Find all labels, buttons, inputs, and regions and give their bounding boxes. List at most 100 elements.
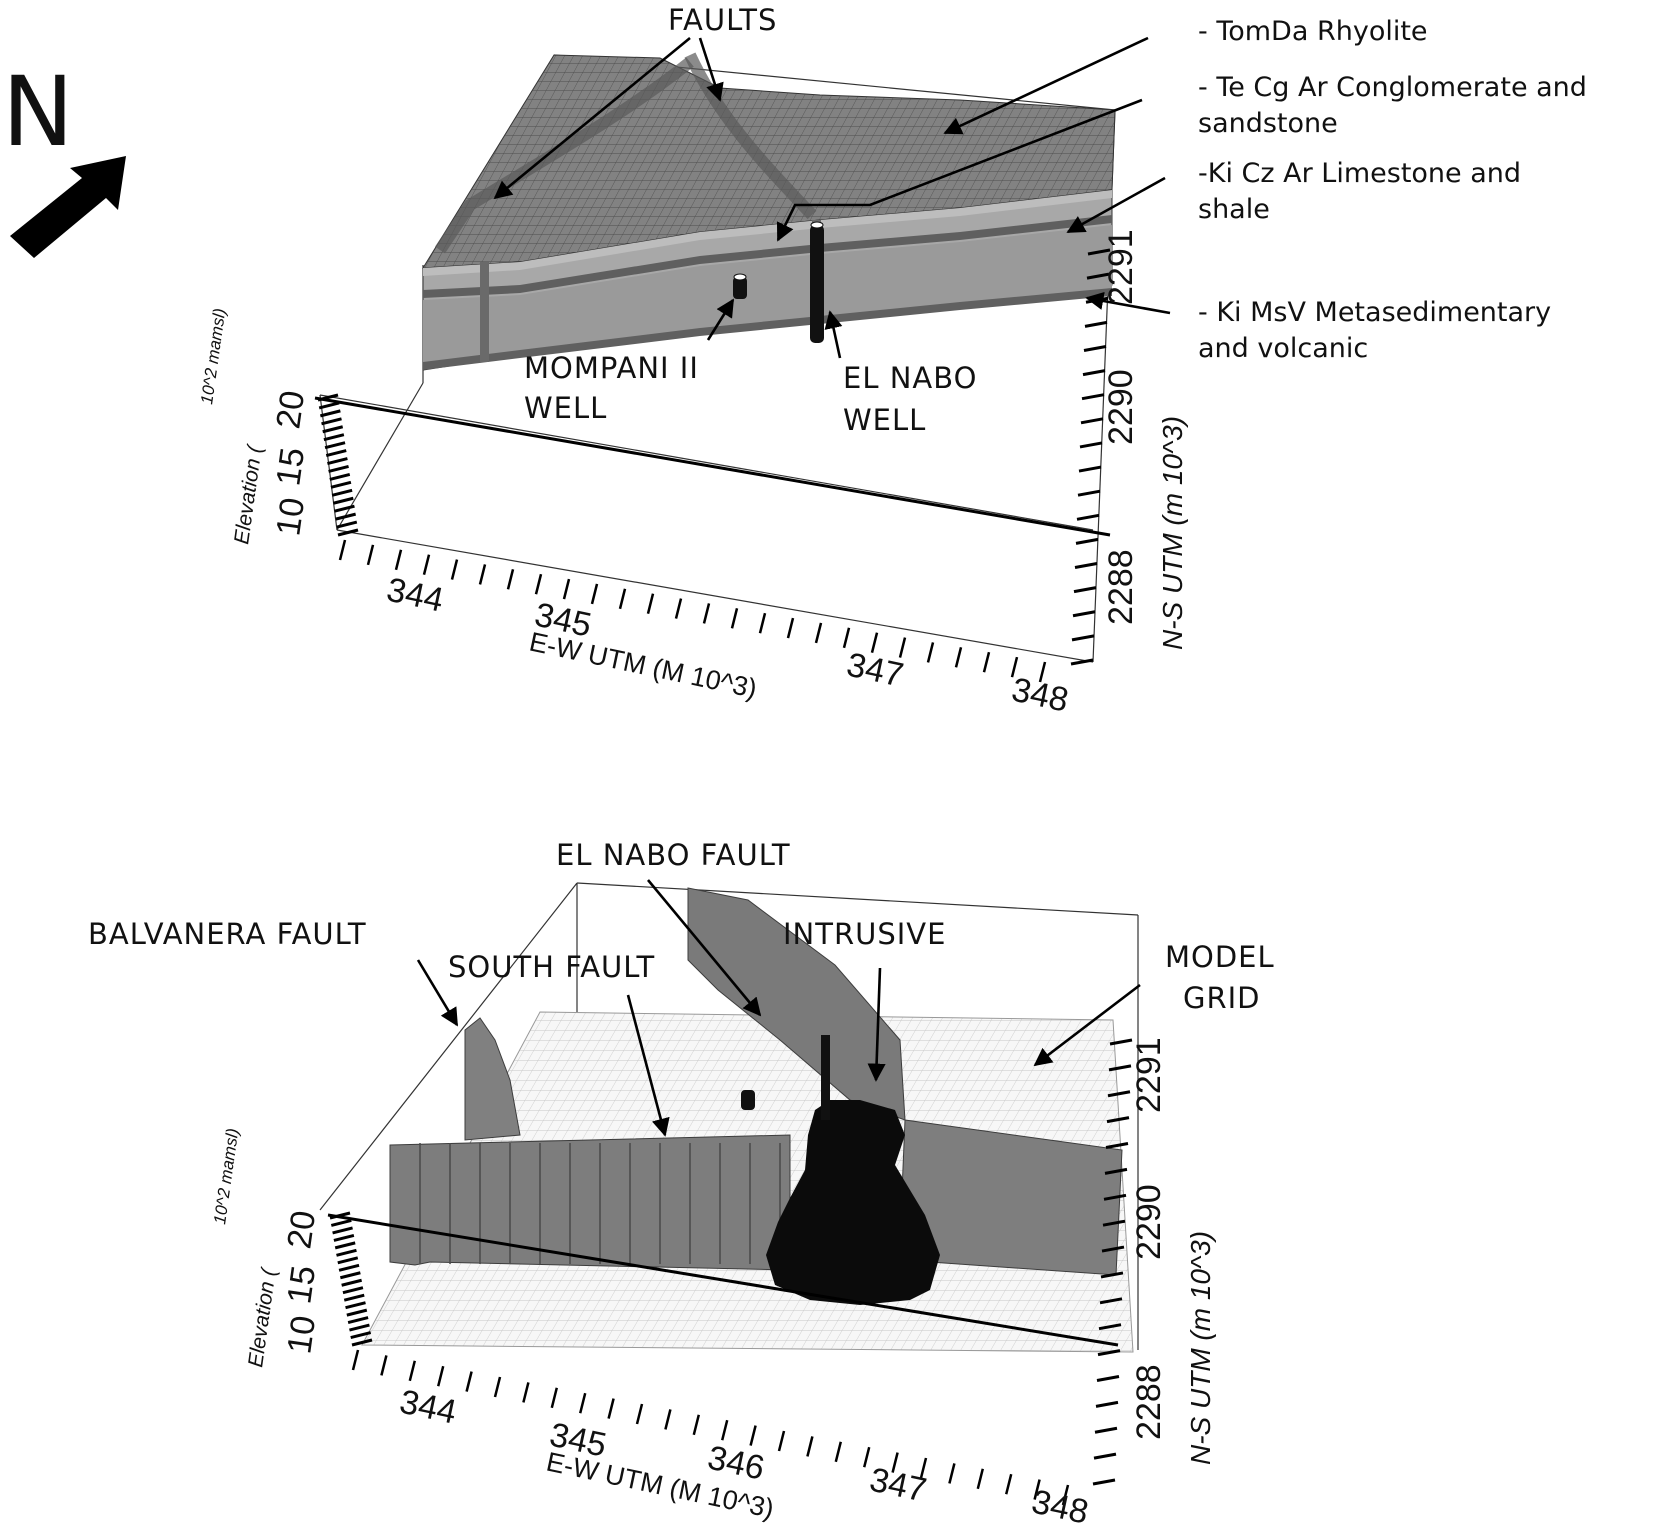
top-ns-tick-2290: 2290 bbox=[1102, 369, 1140, 445]
el-nabo-well-label-2: WELL bbox=[843, 403, 926, 437]
tick-mark bbox=[1101, 1245, 1125, 1253]
bottom-elevation-label-b: 10^2 mamsl) bbox=[210, 1127, 242, 1225]
tick-mark bbox=[1092, 1478, 1116, 1486]
top-elev-tick-20: 20 bbox=[269, 388, 312, 431]
tick-mark bbox=[342, 1286, 364, 1295]
tick-mark bbox=[1038, 661, 1047, 683]
tick-mark bbox=[976, 1468, 985, 1490]
tick-mark bbox=[534, 573, 543, 595]
tick-mark bbox=[351, 1349, 360, 1371]
top-elev-tick-15: 15 bbox=[269, 445, 312, 488]
tick-mark bbox=[330, 480, 352, 489]
bottom-elev-tick-10: 10 bbox=[280, 1313, 323, 1356]
top-annotation-arrows bbox=[493, 36, 1171, 359]
legend-item-metasedimentary: - Ki MsV Metasedimentary bbox=[1198, 297, 1551, 328]
legend-item-limestone-2: shale bbox=[1198, 194, 1270, 225]
tick-mark bbox=[1033, 1479, 1041, 1500]
bottom-bounding-box bbox=[319, 882, 1139, 1350]
tick-mark bbox=[345, 1301, 366, 1310]
tick-mark bbox=[478, 564, 487, 585]
tick-mark bbox=[758, 612, 767, 634]
tick-mark bbox=[749, 1425, 757, 1446]
tick-mark bbox=[1105, 1142, 1129, 1150]
tick-mark bbox=[330, 1219, 352, 1227]
tick-mark bbox=[1099, 1297, 1123, 1305]
tick-mark bbox=[329, 1211, 351, 1220]
bottom-annotation-arrows bbox=[416, 879, 1141, 1137]
top-ns-axis-label: N-S UTM (m 10^3) bbox=[1157, 416, 1188, 650]
tick-mark bbox=[332, 496, 354, 505]
south-fault-label: SOUTH FAULT bbox=[448, 950, 655, 984]
top-ew-tick-347: 347 bbox=[843, 646, 906, 695]
tick-mark bbox=[334, 1241, 356, 1250]
tick-mark bbox=[1093, 1452, 1117, 1460]
tick-mark bbox=[394, 549, 403, 571]
intrusive-body bbox=[766, 1100, 940, 1305]
tick-mark bbox=[590, 583, 599, 605]
bottom-ns-tick-2288: 2288 bbox=[1130, 1364, 1168, 1440]
faults-label: FAULTS bbox=[668, 3, 777, 37]
legend-item-conglomerate: - Te Cg Ar Conglomerate and bbox=[1198, 72, 1587, 103]
top-elevation-label-b: 10^2 mamsl) bbox=[197, 307, 229, 405]
tick-mark bbox=[323, 433, 345, 442]
tick-mark bbox=[1108, 1064, 1132, 1072]
tick-mark bbox=[702, 603, 711, 624]
tick-mark bbox=[806, 1436, 814, 1457]
tick-mark bbox=[550, 1387, 559, 1409]
tick-mark bbox=[493, 1376, 502, 1398]
model-grid-label-1: MODEL bbox=[1165, 940, 1275, 974]
bottom-elev-tick-15: 15 bbox=[280, 1263, 323, 1306]
balvanera-fault-label: BALVANERA FAULT bbox=[88, 917, 367, 951]
tick-mark bbox=[436, 1365, 445, 1387]
el-nabo-well-label-1: EL NABO bbox=[843, 361, 977, 395]
tick-mark bbox=[336, 520, 358, 529]
north-arrow: N bbox=[2, 56, 126, 258]
tick-mark bbox=[562, 578, 571, 600]
tick-mark bbox=[338, 1263, 360, 1272]
tick-mark bbox=[948, 1463, 956, 1484]
tick-mark bbox=[1100, 1271, 1124, 1279]
tick-mark bbox=[862, 1446, 871, 1468]
bottom-ns-axis-label: N-S UTM (m 10^3) bbox=[1185, 1231, 1216, 1465]
tick-mark bbox=[834, 1441, 843, 1463]
tick-mark bbox=[870, 632, 879, 654]
tick-mark bbox=[1004, 1473, 1013, 1495]
tick-mark bbox=[1097, 1349, 1121, 1357]
tick-mark bbox=[351, 1338, 373, 1347]
tick-mark bbox=[327, 457, 348, 465]
tick-mark bbox=[1071, 634, 1095, 642]
north-label: N bbox=[2, 56, 74, 168]
tick-mark bbox=[338, 539, 347, 561]
mompani-well bbox=[733, 277, 747, 299]
tick-mark bbox=[786, 617, 795, 639]
tick-mark bbox=[366, 544, 375, 566]
top-ew-tick-348: 348 bbox=[1008, 671, 1071, 720]
tick-mark bbox=[1010, 656, 1019, 678]
tick-mark bbox=[1079, 441, 1103, 449]
top-ns-tick-2288: 2288 bbox=[1102, 549, 1140, 625]
tick-mark bbox=[324, 441, 346, 450]
mompani-well-label-2: WELL bbox=[524, 391, 607, 425]
tick-mark bbox=[506, 568, 515, 590]
tick-mark bbox=[1070, 658, 1094, 666]
legend-item-conglomerate-2: sandstone bbox=[1198, 108, 1338, 139]
tick-mark bbox=[331, 488, 353, 497]
tick-mark bbox=[332, 1226, 353, 1235]
legend-item-metasedimentary-2: and volcanic bbox=[1198, 333, 1368, 364]
tick-mark bbox=[334, 504, 355, 513]
bottom-ew-tick-344: 344 bbox=[396, 1383, 459, 1432]
top-fault-trace-2 bbox=[435, 57, 694, 254]
top-ew-axis-label: E-W UTM (M 10^3) bbox=[527, 627, 760, 705]
bottom-ew-tick-347: 347 bbox=[866, 1461, 929, 1510]
tick-mark bbox=[341, 1278, 363, 1287]
top-panel: FAULTS MOMPANI II WELL EL NABO WELL - To… bbox=[197, 3, 1587, 720]
tick-mark bbox=[1086, 272, 1110, 280]
tick-mark bbox=[1087, 248, 1111, 256]
tick-mark bbox=[1102, 1219, 1126, 1227]
bottom-panel: EL NABO FAULT BALVANERA FAULT SOUTH FAUL… bbox=[88, 838, 1275, 1528]
tick-mark bbox=[347, 1316, 369, 1325]
bottom-elevation-label-a: Elevation ( bbox=[244, 1265, 281, 1368]
tick-mark bbox=[1109, 1038, 1133, 1046]
balvanera-fault-plane bbox=[464, 1017, 521, 1141]
tick-mark bbox=[926, 642, 935, 663]
